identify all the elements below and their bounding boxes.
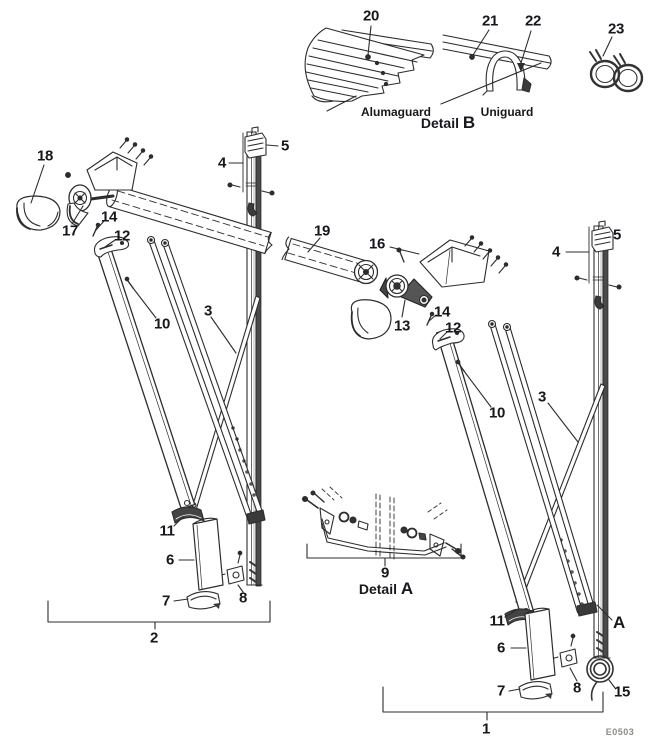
alumaguard-art xyxy=(304,25,434,112)
clamps-art xyxy=(589,36,644,93)
right-tower-art xyxy=(426,311,606,700)
left-drive-head-art xyxy=(16,137,154,231)
right-drive-art xyxy=(350,235,509,340)
detail-a-art xyxy=(301,486,466,567)
uniguard-art xyxy=(440,29,552,105)
left-tower-art xyxy=(47,220,271,630)
left-rail-art xyxy=(213,126,279,593)
right-rail-art xyxy=(382,220,622,721)
roller-tube-art xyxy=(106,184,379,285)
